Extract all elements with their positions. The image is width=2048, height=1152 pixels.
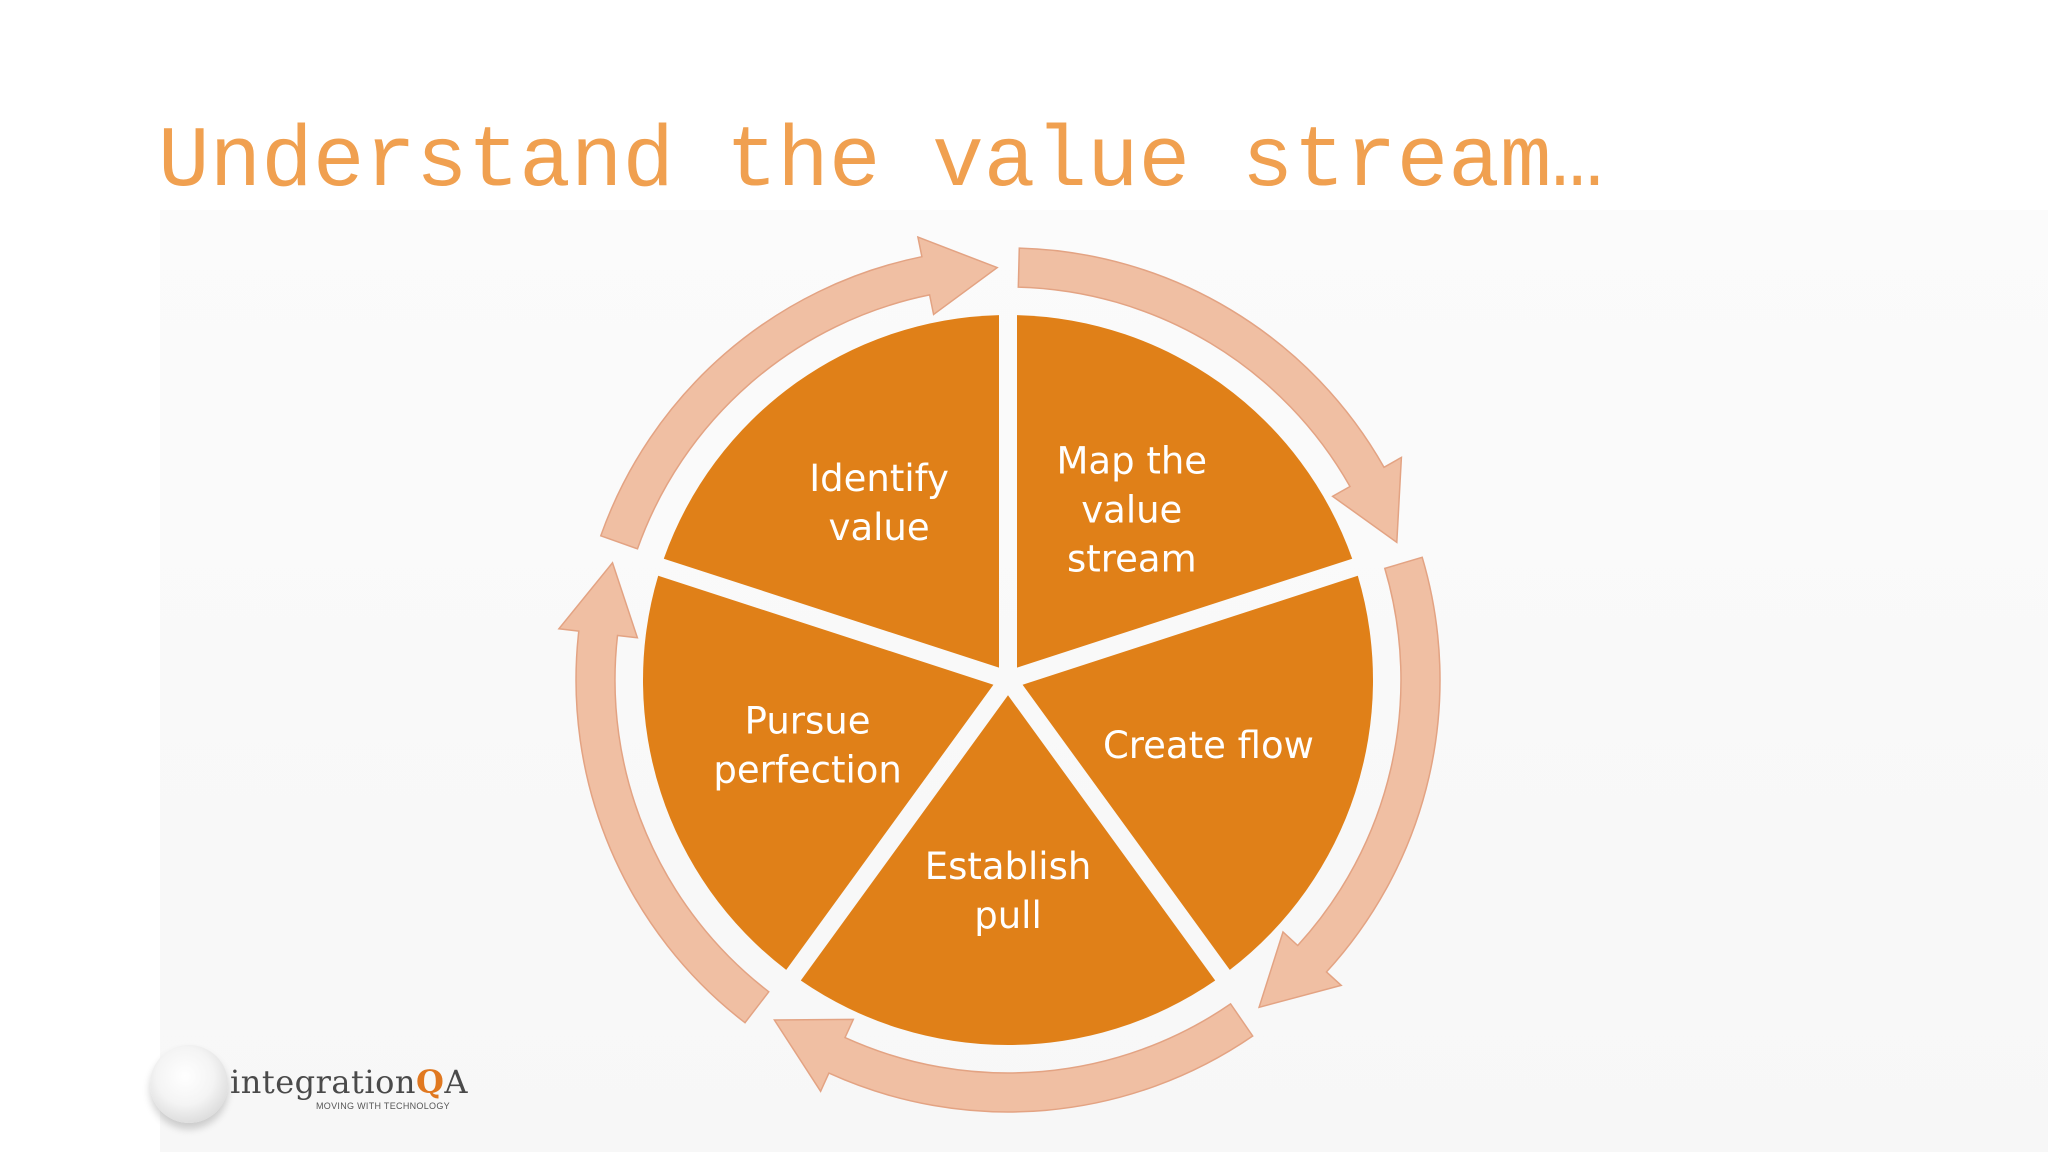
cycle-segment-establish-pull <box>800 695 1216 1046</box>
logo-a: A <box>444 1063 468 1101</box>
cycle-label-line: value <box>1081 489 1182 532</box>
logo-tagline: MOVING WITH TECHNOLOGY <box>316 1101 450 1111</box>
cycle-segments <box>643 315 1373 1046</box>
cycle-arrow-pursue-perfection <box>557 561 770 1024</box>
cycle-label-create-flow: Create flow <box>1103 724 1314 767</box>
cycle-label-line: Establish <box>925 845 1092 888</box>
cycle-label-line: Create flow <box>1103 724 1314 767</box>
cycle-arrow-establish-pull <box>773 1002 1254 1113</box>
cycle-label-line: perfection <box>713 749 901 792</box>
cycle-arrow-map-value-stream <box>1017 247 1403 544</box>
logo-name: integration <box>230 1063 416 1101</box>
logo-q: Q <box>415 1063 445 1101</box>
cycle-arrow-identify-value <box>599 235 999 550</box>
slide-title: Understand the value stream… <box>158 113 1604 211</box>
cycle-label-pursue-perfection: Pursue perfection <box>713 700 901 792</box>
cycle-segment-pursue-perfection <box>643 575 994 970</box>
cycle-label-identify-value: Identify value <box>809 457 949 549</box>
logo-wordmark: integrationQA <box>230 1063 468 1101</box>
cycle-label-line: Map the <box>1057 440 1208 483</box>
integrationqa-logo: integrationQA MOVING WITH TECHNOLOGY <box>148 1045 488 1135</box>
cycle-label-line: stream <box>1067 538 1197 581</box>
cycle-arrows <box>557 235 1441 1113</box>
cycle-label-line: value <box>829 506 930 549</box>
cycle-segment-map-value-stream <box>1017 315 1353 668</box>
cycle-label-line: pull <box>974 894 1042 937</box>
cycle-label-line: Identify <box>809 457 949 500</box>
logo-sphere-icon <box>150 1045 228 1123</box>
cycle-arrow-create-flow <box>1257 556 1441 1009</box>
cycle-label-map-value-stream: Map the value stream <box>1057 440 1208 581</box>
cycle-label-establish-pull: Establish pull <box>925 845 1092 937</box>
cycle-label-line: Pursue <box>745 700 871 743</box>
cycle-segment-create-flow <box>1022 575 1373 970</box>
cycle-segment-identify-value <box>663 315 999 668</box>
